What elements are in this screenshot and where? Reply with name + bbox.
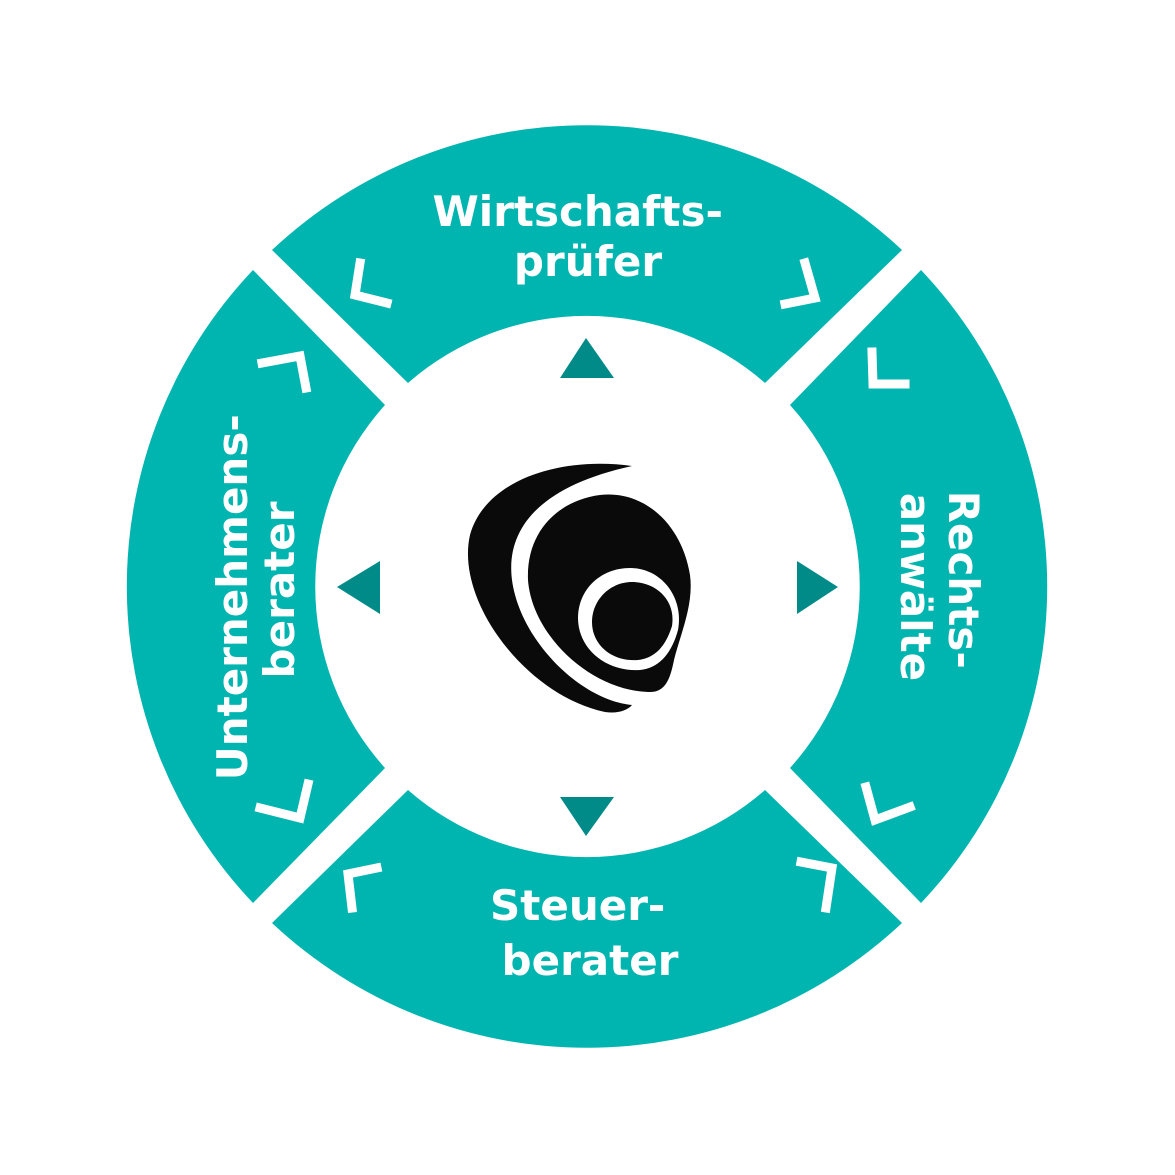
- arrow-up-icon: [560, 338, 614, 378]
- segment-right: [790, 270, 1048, 903]
- label-left: Unternehmens- berater: [208, 400, 304, 781]
- swirl-logo-icon: [467, 463, 691, 713]
- label-right: Rechts- anwälte: [891, 491, 988, 684]
- bracket-right-upper-icon: [867, 347, 910, 389]
- ring: [126, 125, 1048, 1048]
- label-bottom: Steuer- berater: [490, 881, 680, 985]
- bracket-left-lower-icon: [254, 778, 314, 824]
- bracket-top-right-icon: [779, 257, 821, 310]
- label-top: Wirtschafts- prüfer: [432, 187, 737, 286]
- bracket-top-left-icon: [349, 257, 393, 309]
- segment-top: [272, 125, 902, 383]
- logo-outer-swirl: [467, 463, 632, 713]
- segment-left: [126, 270, 385, 903]
- logo-core: [592, 582, 673, 661]
- bracket-left-upper-icon: [256, 350, 312, 394]
- bracket-right-lower-icon: [860, 781, 916, 826]
- arrow-left-icon: [337, 561, 380, 614]
- arrow-down-icon: [560, 797, 614, 836]
- bracket-bottom-right-icon: [795, 856, 838, 914]
- bracket-decorations: [254, 257, 916, 914]
- direction-arrows: [337, 338, 838, 836]
- segment-bottom: [272, 790, 902, 1048]
- bracket-bottom-left-icon: [343, 862, 383, 913]
- arrow-right-icon: [797, 561, 838, 614]
